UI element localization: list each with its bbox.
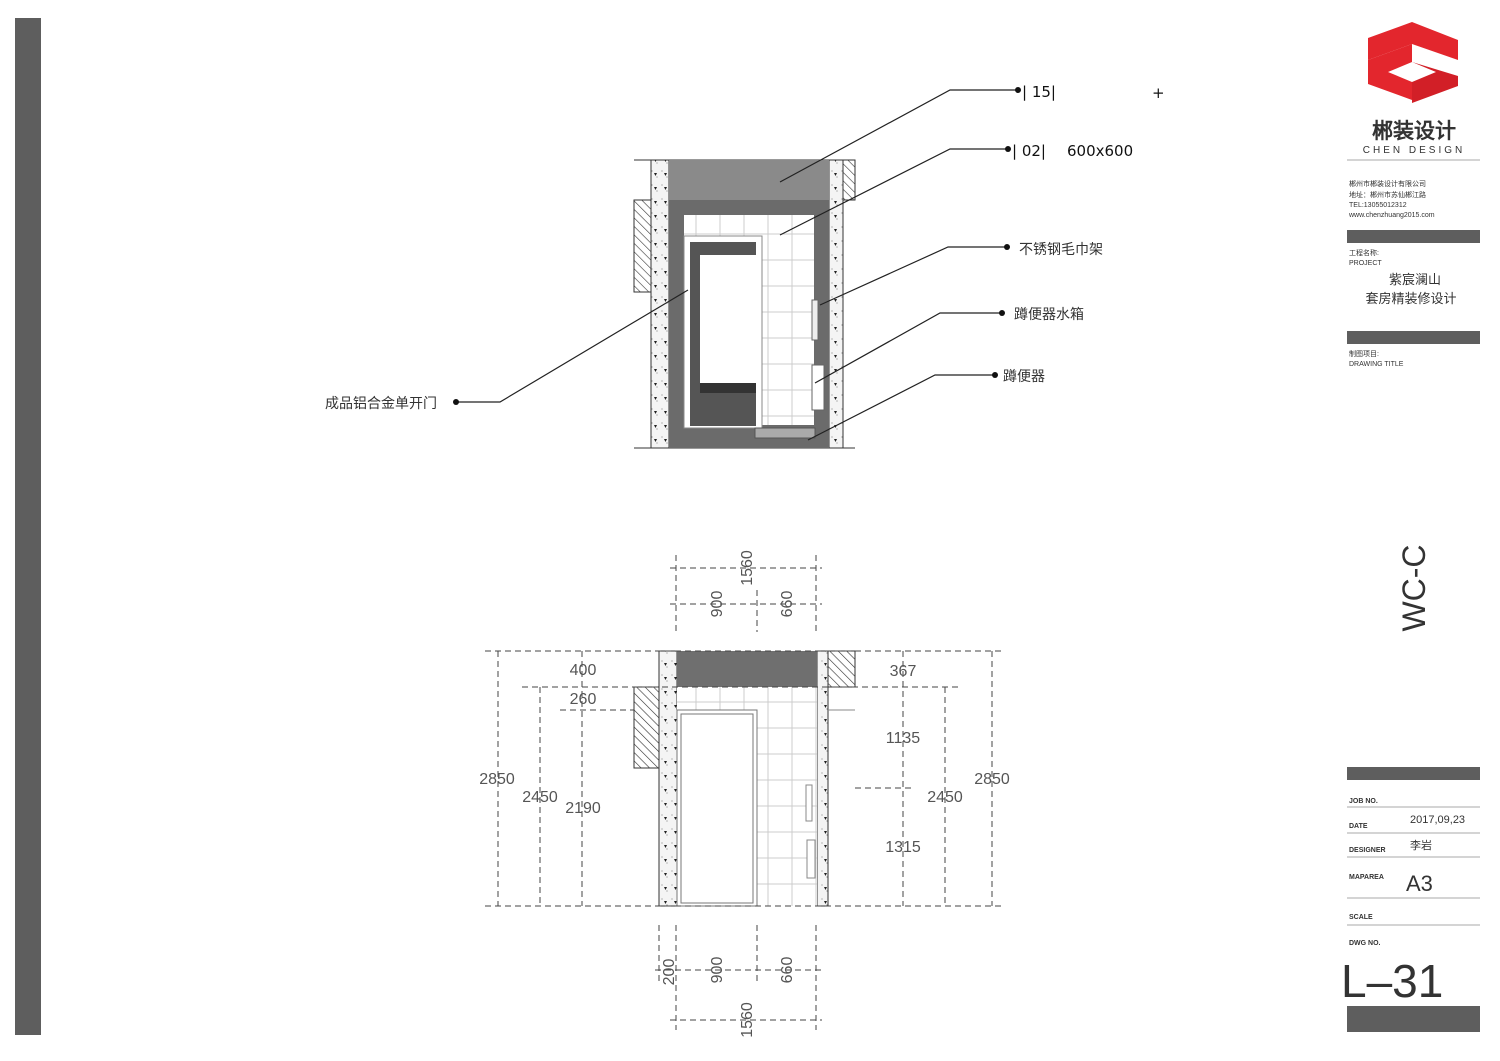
dim-top-total: 1560 [739,550,756,586]
drawing-title-label-cn: 制图项目: [1349,349,1379,358]
date-label: DATE [1349,823,1368,830]
drawing-name: WC-C [1396,544,1432,631]
project-label-en: PROJECT [1349,260,1382,267]
job-no-label: JOB NO. [1349,798,1378,805]
designer-label: DESIGNER [1349,847,1386,854]
door-light [700,255,756,383]
towel-rack [811,299,819,341]
dimension-lines [485,555,1005,1030]
brand-name-cn: 郴装设计 [1372,120,1456,143]
dim-1315: 1315 [885,839,921,856]
toilet-tank-label: 蹲便器水箱 [1014,307,1084,323]
brand-name-en: CHEN DESIGN [1363,145,1465,156]
dim-367: 367 [890,663,917,680]
dim-bottom-right: 660 [779,957,796,984]
squat-toilet-label: 蹲便器 [1003,369,1045,385]
sheet-border-bar [15,18,41,1035]
company-name: 郴州市郴装设计有限公司 [1349,179,1426,188]
concrete-wall-left [650,159,670,449]
towel-rack-label: 不锈钢毛巾架 [1019,242,1103,258]
dim-top-right: 660 [779,591,796,618]
date-value: 2017,09,23 [1410,814,1465,826]
dim-left-2450: 2450 [522,789,558,806]
elevation-line-drawing [633,650,856,907]
tile-code-label: | 02| [1012,142,1046,160]
dim-right-2850: 2850 [974,771,1010,788]
company-website: www.chenzhuang2015.com [1348,212,1435,219]
ceiling [669,160,829,200]
scale-label: SCALE [1349,914,1373,921]
maparea-value: A3 [1406,871,1433,896]
toilet-tank [811,364,825,411]
concrete-wall-right [828,159,844,449]
dim-400: 400 [570,662,597,679]
door-label: 成品铝合金单开门 [325,396,437,412]
project-label-cn: 工程名称: [1349,248,1379,257]
dim-bottom-left: 900 [709,957,726,984]
project-name-1: 紫宸澜山 [1389,272,1441,287]
dim-2190: 2190 [565,800,601,817]
elevation-render [633,159,856,449]
dim-bottom-total: 1560 [739,1002,756,1038]
hatch-wall-left [633,199,652,293]
dim-260: 260 [570,691,597,708]
maparea-label: MAPAREA [1349,874,1384,881]
designer-value: 李岩 [1410,838,1432,852]
dim-left-2850: 2850 [479,771,515,788]
dim-bottom-200: 200 [661,959,678,986]
tile-size-label: 600x600 [1067,142,1133,160]
dim-top-left: 900 [709,591,726,618]
project-name-2: 套房精装修设计 [1365,291,1456,306]
dwg-no-value: L–31 [1341,955,1443,1007]
squat-toilet [754,427,816,439]
dim-1135: 1135 [886,730,921,747]
company-tel: TEL:13055012312 [1349,202,1407,209]
cross-mark: + [1152,84,1165,102]
company-address: 地址：郴州市苏仙郴江路 [1349,190,1426,199]
dim-right-2450: 2450 [927,789,963,806]
callout-leaders [453,87,1021,441]
drawing-title-label-en: DRAWING TITLE [1349,361,1404,368]
company-logo [1368,22,1458,103]
ceiling-code-label: | 15| [1022,83,1056,101]
dwg-no-label: DWG NO. [1349,940,1381,947]
